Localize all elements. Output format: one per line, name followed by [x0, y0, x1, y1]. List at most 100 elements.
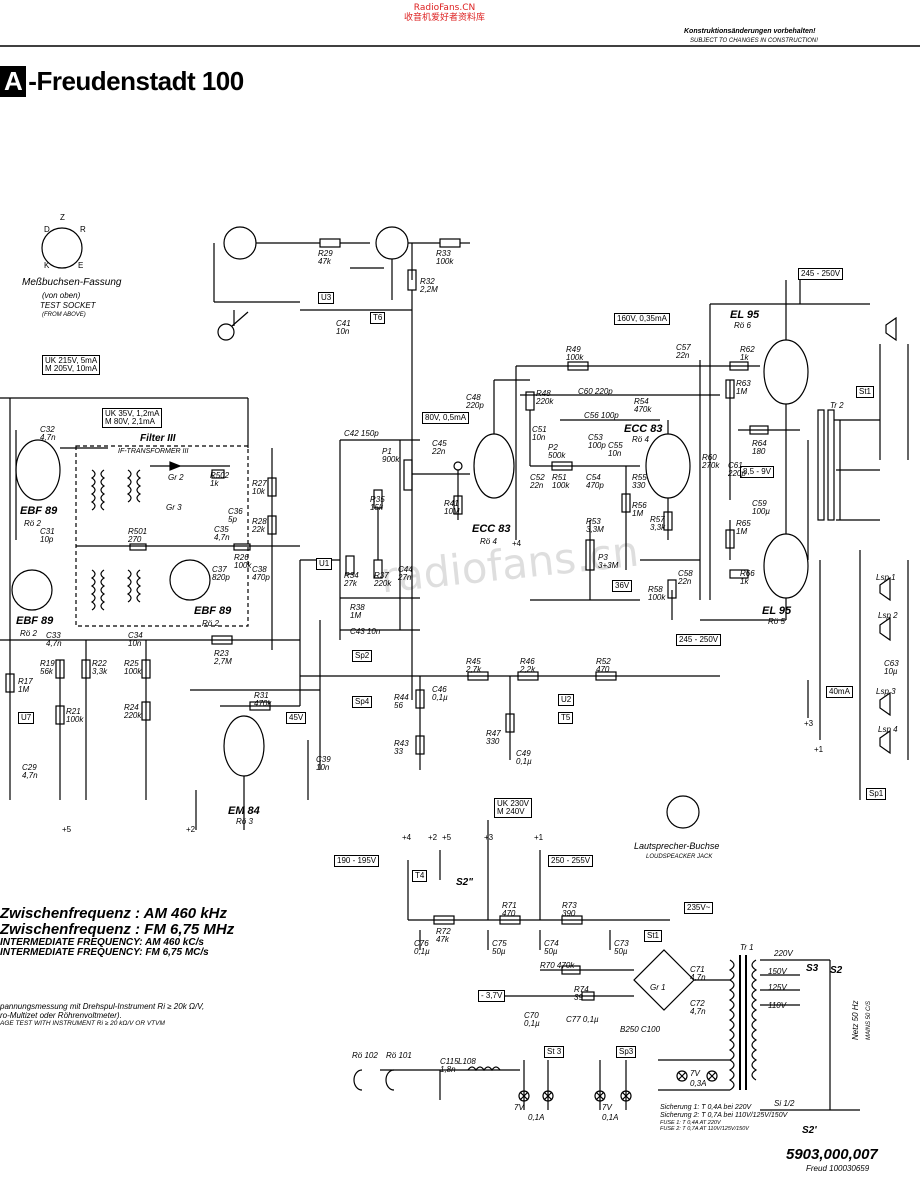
v37-box: - 3,7V [478, 990, 506, 1002]
node-bottom-plus3: +3 [804, 719, 814, 728]
test-socket-icon [41, 227, 83, 269]
v245-bottom-box: 245 - 250V [676, 634, 722, 646]
uk-main-line1: UK 215V, 5mA [45, 356, 98, 365]
speaker-lsp1: Lsp 1 [876, 573, 896, 582]
brand-logo: A [0, 66, 27, 97]
socket-pin-e: E [78, 261, 84, 270]
tube-icon [223, 715, 265, 777]
switch-s2p: S2' [802, 1125, 817, 1136]
tube-icon [763, 339, 809, 405]
comp-label: C60 220p [578, 387, 613, 396]
lamp-b-amp: 0,1A [602, 1113, 619, 1122]
v45-box: 45V [286, 712, 307, 724]
tube-el95-1: EL 95 [730, 309, 760, 321]
tube-icon [169, 559, 211, 601]
v80-box: 80V, 0,5mA [422, 412, 470, 424]
comp-label: C43 10n [350, 627, 381, 636]
tube-icon [223, 226, 257, 260]
comp-label: C42 150p [344, 429, 379, 438]
loudspeaker-jack-icon [666, 795, 700, 829]
switch-st1-b: St1 [644, 930, 663, 942]
v245-top-box: 245 - 250V [798, 268, 844, 280]
speaker-lsp2: Lsp 2 [878, 611, 898, 620]
document-number: 5903,000,007 [786, 1146, 878, 1163]
v40ma-box: 40mA [826, 686, 853, 698]
node-plus5: +5 [442, 833, 452, 842]
tube-ebf89-3: EBF 89 [194, 605, 232, 617]
bridge-rectifier-icon [633, 949, 695, 1011]
switch-sp1: Sp1 [866, 788, 887, 800]
output-transformer-label: Tr 2 [830, 401, 844, 410]
diode-gr2: Gr 2 [168, 473, 184, 482]
measurement-note-3: AGE TEST WITH INSTRUMENT Ri ≥ 20 kΩ/V OR… [0, 1020, 165, 1028]
socket-pin-r: R [80, 225, 86, 234]
speaker-lsp4: Lsp 4 [878, 725, 898, 734]
uk230-line2: M 240V [497, 807, 525, 816]
node-plus3: +3 [484, 833, 494, 842]
switch-sp2: Sp2 [352, 650, 373, 662]
if-am-en: INTERMEDIATE FREQUENCY: AM 460 kC/s [0, 936, 204, 948]
fuse-si12: Si 1/2 [774, 1099, 795, 1108]
switch-t5: T5 [558, 712, 574, 724]
tube-icon [763, 533, 809, 599]
tube-ebf89-2: EBF 89 [16, 615, 54, 627]
measurement-note: pannungsmessung mit Drehspul-Instrument … [0, 1002, 204, 1028]
tube-icon [15, 439, 61, 501]
switch-t6: T6 [370, 312, 386, 324]
lamp-c-amp: 0,3A [690, 1079, 707, 1088]
watermark-top-line1: RadioFans.CN [413, 3, 476, 13]
construction-note-en: SUBJECT TO CHANGES IN CONSTRUCTION! [690, 38, 818, 44]
v250-box: 250 - 255V [548, 855, 594, 867]
v36-box: 36V [612, 580, 633, 592]
speaker-icon [885, 316, 897, 342]
tube-icon [375, 226, 409, 260]
document-sub-number: Freud 100030659 [806, 1164, 870, 1173]
comp-label: C56 100p [584, 411, 619, 420]
node-bottom-plus5: +5 [62, 825, 72, 834]
switch-st1-a: St1 [856, 386, 875, 398]
node-plus1: +1 [534, 833, 544, 842]
comp-label: C77 0,1µ [566, 1015, 599, 1024]
v160-box: 160V, 0,35mA [614, 313, 670, 325]
rectifier-type: B250 C100 [620, 1025, 661, 1034]
mains-transformer-label: Tr 1 [740, 943, 754, 952]
switch-u1: U1 [316, 558, 333, 570]
